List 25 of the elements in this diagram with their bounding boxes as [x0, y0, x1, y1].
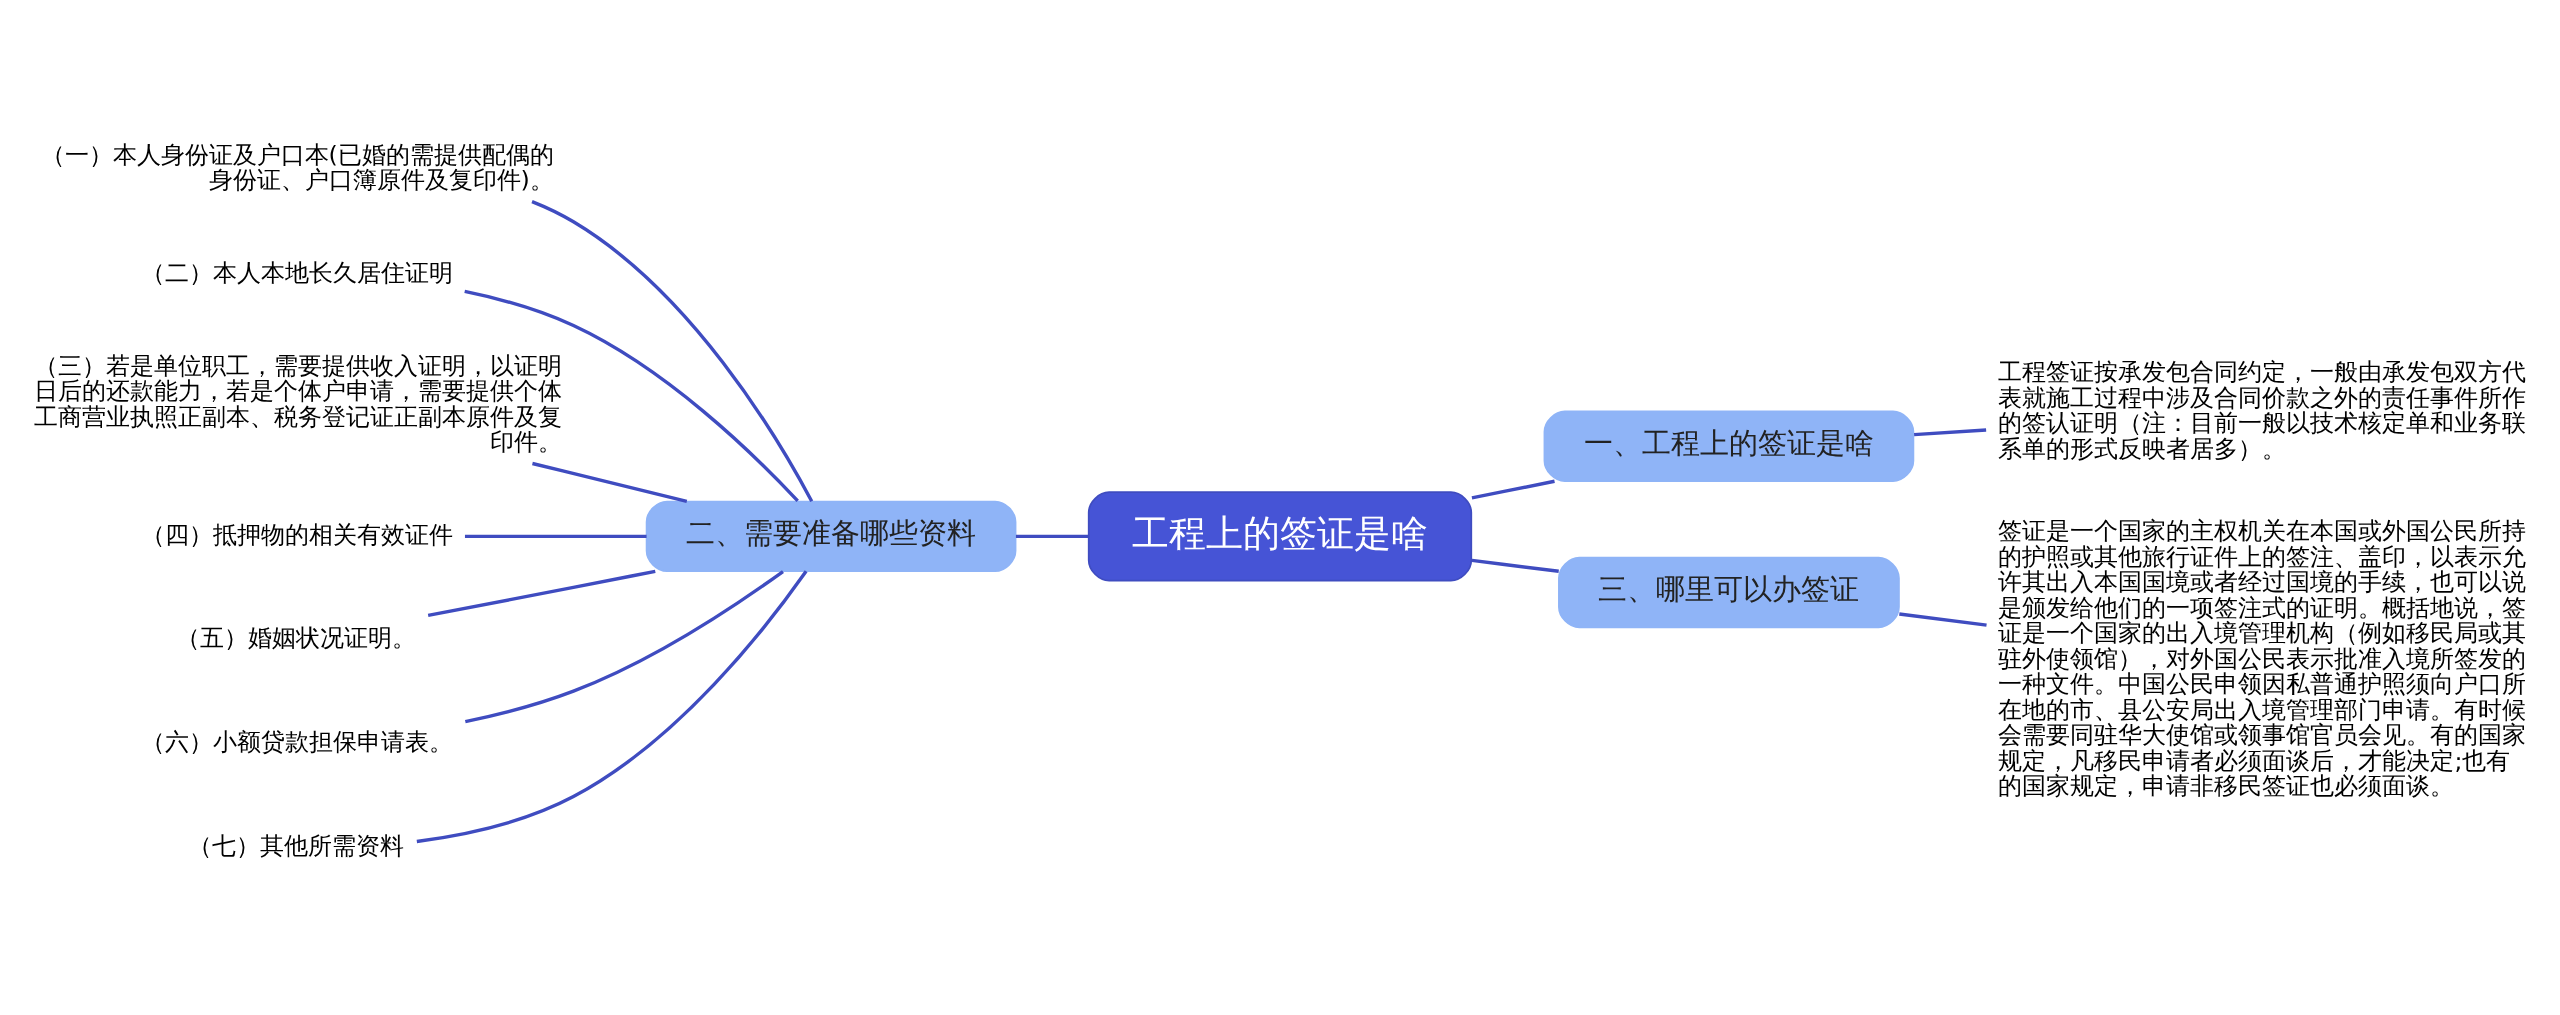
node-box: 三、哪里可以办签证	[1558, 556, 1900, 629]
connector	[1471, 558, 1559, 573]
node-box: 一、工程上的签证是啥	[1543, 410, 1915, 482]
node-text: （七）其他所需资料	[188, 831, 405, 860]
node-box: 二、需要准备哪些资料	[645, 500, 1017, 573]
connector	[1471, 479, 1555, 500]
connector	[464, 534, 647, 539]
node-text: 工程签证按承发包合同约定，一般由承发包双方代表就施工过程中涉及合同价款之外的责任事件所作的签认证明（注：目前一般以技术核定单和业务联系单的形式反映者居多）。	[1998, 358, 2527, 463]
connector	[427, 569, 656, 617]
node-text: 签证是一个国家的主权机关在本国或外国公民所持的护照或其他旅行证件上的签注、盖印，以表示允许其出入本国国境或者经过国境的手续，也可以说是颁发给他们的一项签注式的证明。概括地说，签证是一个国家的出入境管理机构（例如移民局或其驻外使领馆），对外国公民表示批准入境所签发的一种文件。中国公民申领因私普通护照须向户口所在地的市、县公安局出入境管理部门申请。有时候会需要同驻华大使馆或领事馆官员会见。有的国家规定，凡移民申请者必须面谈后，才能决定;也有的国家规定，申请非移民签证也必须面谈。	[1998, 517, 2527, 801]
node-box: 工程上的签证是啥	[1087, 491, 1473, 582]
connector	[416, 570, 808, 844]
connector	[1913, 428, 1987, 437]
node-text: （四）抵押物的相关有效证件	[140, 520, 453, 549]
connector	[464, 289, 799, 503]
node-text: （六）小额贷款担保申请表。	[140, 728, 453, 757]
connector	[531, 200, 814, 503]
node-text: （三）若是单位职工，需要提供收入证明，以证明日后的还款能力，若是个体户申请，需要提供个体工商营业执照正副本、税务登记证正副本原件及复印件。	[33, 351, 562, 457]
connector	[464, 570, 784, 724]
node-text: （二）本人本地长久居住证明	[140, 258, 453, 287]
connector	[532, 461, 688, 504]
node-text: （五）婚姻状况证明。	[176, 624, 417, 653]
connector	[1015, 534, 1089, 539]
connector	[1899, 612, 1987, 627]
node-text: （一）本人身份证及户口本(已婚的需提供配偶的身份证、户口簿原件及复印件)。	[40, 140, 554, 195]
